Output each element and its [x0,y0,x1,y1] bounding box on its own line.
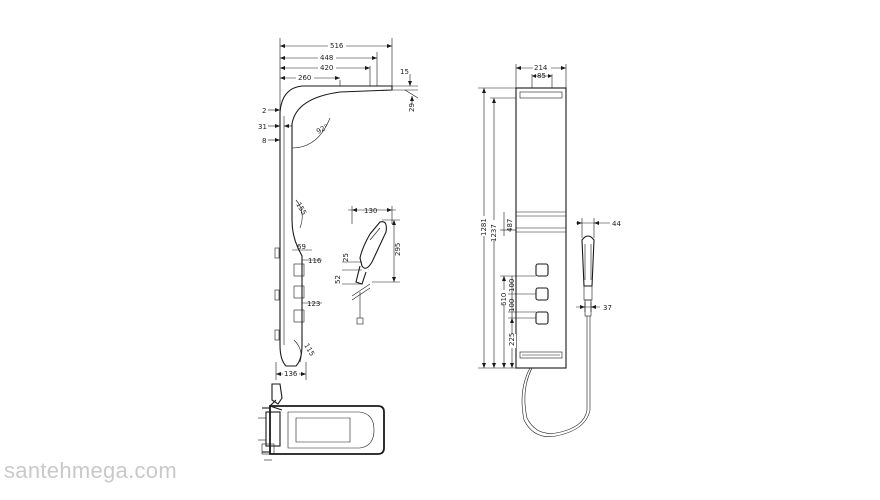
dim-100-b: 100 [508,299,516,312]
dim-123: 123 [307,300,320,308]
hand-shower-view: 130 295 25 52 [334,206,402,325]
dim-1281: 1281 [480,218,488,236]
dim-92: 92° [315,123,330,136]
dim-115: 115 [302,342,316,358]
dim-448: 448 [320,54,333,62]
dim-37: 37 [603,304,612,312]
valve-knob-1 [535,263,549,277]
dim-155: 155 [294,201,308,217]
dim-52: 52 [334,275,342,284]
dim-130: 130 [364,207,377,215]
dim-44: 44 [612,220,621,228]
side-view: 516 448 420 260 15 29 2 31 8 92° 155 69 … [258,38,419,380]
front-view: 214 85 1281 1237 487 610 100 100 [478,63,621,437]
dim-31: 31 [258,123,267,131]
dim-2: 2 [262,107,266,115]
hand-shower-head [359,221,387,269]
dim-610: 610 [500,293,508,306]
dim-225: 225 [508,333,516,346]
watermark: santehmega.com [4,458,177,483]
top-view [258,383,385,461]
dim-295: 295 [394,243,402,256]
dim-8: 8 [262,137,266,145]
dim-420: 420 [320,64,333,72]
side-panel-outline [279,85,393,367]
front-hand-shower [581,235,595,287]
top-view-outline [269,405,385,455]
dim-487: 487 [506,219,514,232]
dim-100-a: 100 [508,279,516,292]
dim-69: 69 [297,243,306,251]
dim-85: 85 [537,72,546,80]
dim-136: 136 [284,370,298,378]
dim-260: 260 [298,74,311,82]
valve-knob-3 [535,311,549,325]
dim-214: 214 [534,64,548,72]
valve-knob-2 [535,287,549,301]
shower-hose [521,316,591,437]
dim-1237: 1237 [490,224,498,242]
dim-15: 15 [400,68,409,76]
dim-29: 29 [408,103,416,112]
dim-116: 116 [308,257,322,265]
dim-25: 25 [342,253,350,262]
dim-516: 516 [330,42,344,50]
